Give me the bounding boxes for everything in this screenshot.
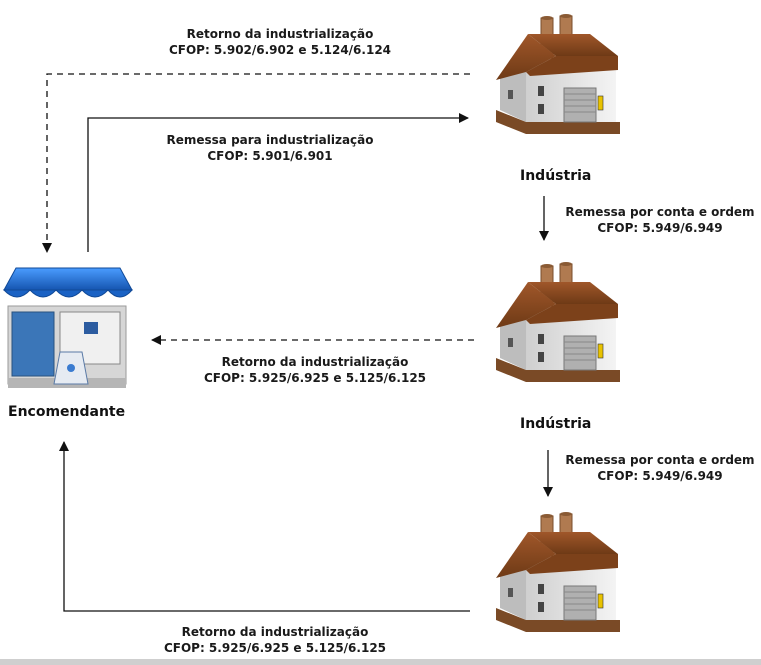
flow-label-line1: Remessa por conta e ordem bbox=[565, 453, 755, 467]
store-icon bbox=[2, 267, 134, 388]
flow-label-retorno-1: Retorno da industrialização CFOP: 5.902/… bbox=[160, 26, 400, 58]
flow-label-remessa-conta-ordem-1: Remessa por conta e ordem CFOP: 5.949/6.… bbox=[560, 204, 760, 236]
flow-label-remessa-industrializacao: Remessa para industrialização CFOP: 5.90… bbox=[150, 132, 390, 164]
flow-label-remessa-conta-ordem-2: Remessa por conta e ordem CFOP: 5.949/6.… bbox=[562, 452, 758, 484]
flow-label-line2: CFOP: 5.925/6.925 e 5.125/6.125 bbox=[203, 371, 427, 385]
flow-retorno-1 bbox=[42, 73, 470, 253]
flow-label-line2: CFOP: 5.901/6.901 bbox=[207, 149, 333, 163]
flow-label-line2: CFOP: 5.949/6.949 bbox=[597, 221, 723, 235]
node-label-industria-2: Indústria bbox=[520, 416, 592, 432]
factory-icon bbox=[495, 14, 621, 135]
bottom-border bbox=[0, 659, 761, 665]
node-label-industria-1: Indústria bbox=[520, 168, 592, 184]
flow-label-line1: Retorno da industrialização bbox=[221, 355, 409, 369]
factory-icon bbox=[495, 512, 621, 633]
flow-remessa-industrializacao bbox=[87, 113, 469, 252]
flow-retorno-3 bbox=[59, 441, 470, 612]
flow-label-line2: CFOP: 5.949/6.949 bbox=[597, 469, 723, 483]
flow-label-line2: CFOP: 5.925/6.925 e 5.125/6.125 bbox=[163, 641, 387, 655]
node-label-encomendante: Encomendante bbox=[8, 404, 126, 420]
flow-label-retorno-3: Retorno da industrialização CFOP: 5.925/… bbox=[150, 624, 400, 656]
flow-label-line1: Retorno da industrialização bbox=[186, 27, 374, 41]
flow-label-line1: Retorno da industrialização bbox=[181, 625, 369, 639]
flow-label-line1: Remessa para industrialização bbox=[166, 133, 374, 147]
flow-label-retorno-2: Retorno da industrialização CFOP: 5.925/… bbox=[190, 354, 440, 386]
flow-label-line2: CFOP: 5.902/6.902 e 5.124/6.124 bbox=[168, 43, 392, 57]
factory-icon bbox=[495, 262, 621, 383]
flow-label-line1: Remessa por conta e ordem bbox=[565, 205, 755, 219]
